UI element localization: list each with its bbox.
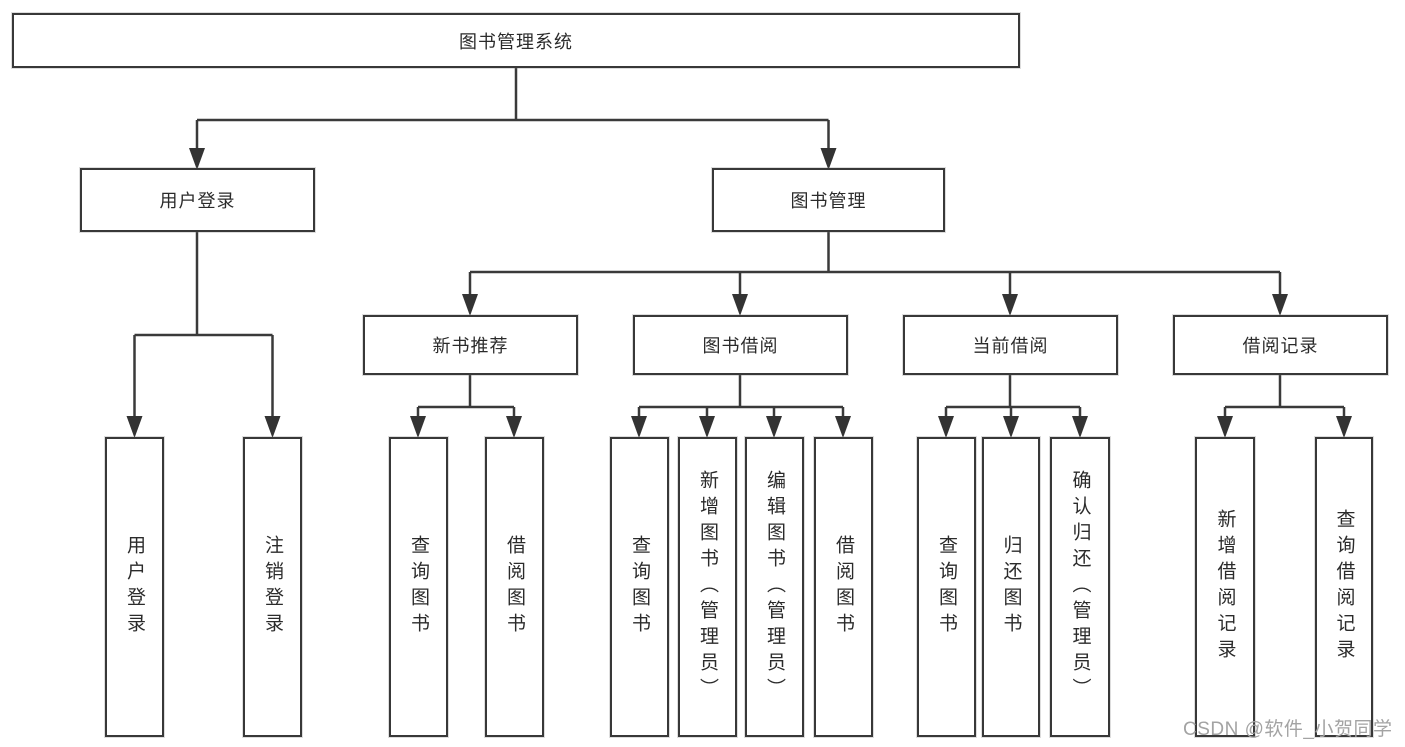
leaf-label: 借阅图书 bbox=[504, 535, 525, 639]
node-label: 新书推荐 bbox=[432, 336, 509, 356]
leaf-label: 确认归还（管理员） bbox=[1069, 470, 1091, 704]
leaf-add-borrow-record: 新增借阅记录 bbox=[1195, 437, 1255, 737]
arrow-down-icon bbox=[462, 294, 478, 316]
node-borrowing-records: 借阅记录 bbox=[1173, 315, 1388, 375]
leaf-borrow-books-2: 借阅图书 bbox=[814, 437, 873, 737]
leaf-query-borrow-record: 查询借阅记录 bbox=[1315, 437, 1373, 737]
leaf-label: 借阅图书 bbox=[833, 535, 854, 639]
arrow-down-icon bbox=[766, 416, 782, 438]
arrow-down-icon bbox=[1336, 416, 1352, 438]
leaf-query-books-3: 查询图书 bbox=[917, 437, 976, 737]
arrow-down-icon bbox=[506, 416, 522, 438]
arrow-down-icon bbox=[699, 416, 715, 438]
leaf-query-books-2: 查询图书 bbox=[610, 437, 669, 737]
leaf-return-books: 归还图书 bbox=[982, 437, 1040, 737]
leaf-label: 新增图书（管理员） bbox=[697, 470, 718, 704]
node-label: 当前借阅 bbox=[972, 336, 1049, 356]
arrow-down-icon bbox=[820, 148, 837, 170]
leaf-query-books: 查询图书 bbox=[389, 437, 448, 737]
node-label: 图书管理 bbox=[790, 191, 867, 211]
node-label: 图书管理系统 bbox=[459, 31, 573, 52]
arrow-down-icon bbox=[126, 416, 143, 438]
arrow-down-icon bbox=[732, 294, 748, 316]
leaf-label: 编辑图书（管理员） bbox=[764, 470, 785, 704]
leaf-label: 查询图书 bbox=[936, 535, 957, 639]
arrow-down-icon bbox=[1003, 416, 1019, 438]
leaf-user-login: 用户登录 bbox=[105, 437, 164, 737]
leaf-label: 注销登录 bbox=[262, 535, 283, 639]
arrow-down-icon bbox=[189, 148, 205, 170]
leaf-edit-books-admin: 编辑图书（管理员） bbox=[745, 437, 804, 737]
node-label: 用户登录 bbox=[159, 191, 236, 211]
node-label: 图书借阅 bbox=[702, 336, 779, 356]
leaf-label: 归还图书 bbox=[1000, 535, 1022, 639]
arrow-down-icon bbox=[1002, 294, 1018, 316]
arrow-down-icon bbox=[835, 416, 851, 438]
node-library-management-system: 图书管理系统 bbox=[12, 13, 1020, 68]
leaf-label: 查询借阅记录 bbox=[1333, 509, 1355, 665]
leaf-confirm-return-admin: 确认归还（管理员） bbox=[1050, 437, 1110, 737]
node-user-login: 用户登录 bbox=[80, 168, 315, 232]
leaf-add-books-admin: 新增图书（管理员） bbox=[678, 437, 737, 737]
leaf-logout: 注销登录 bbox=[243, 437, 302, 737]
arrow-down-icon bbox=[264, 416, 281, 438]
arrow-down-icon bbox=[1217, 416, 1233, 438]
leaf-borrow-books: 借阅图书 bbox=[485, 437, 544, 737]
leaf-label: 新增借阅记录 bbox=[1214, 509, 1236, 665]
arrow-down-icon bbox=[1072, 416, 1088, 438]
arrow-down-icon bbox=[1272, 294, 1288, 316]
leaf-label: 查询图书 bbox=[408, 535, 429, 639]
node-label: 借阅记录 bbox=[1242, 336, 1319, 356]
arrow-down-icon bbox=[631, 416, 647, 438]
leaf-label: 查询图书 bbox=[629, 535, 650, 639]
node-book-management: 图书管理 bbox=[712, 168, 945, 232]
node-book-borrowing: 图书借阅 bbox=[633, 315, 848, 375]
node-new-book-recommendation: 新书推荐 bbox=[363, 315, 578, 375]
csdn-watermark: CSDN @软件_小贺同学 bbox=[1183, 719, 1393, 740]
arrow-down-icon bbox=[938, 416, 954, 438]
leaf-label: 用户登录 bbox=[124, 535, 145, 639]
arrow-down-icon bbox=[410, 416, 426, 438]
node-current-borrowing: 当前借阅 bbox=[903, 315, 1118, 375]
